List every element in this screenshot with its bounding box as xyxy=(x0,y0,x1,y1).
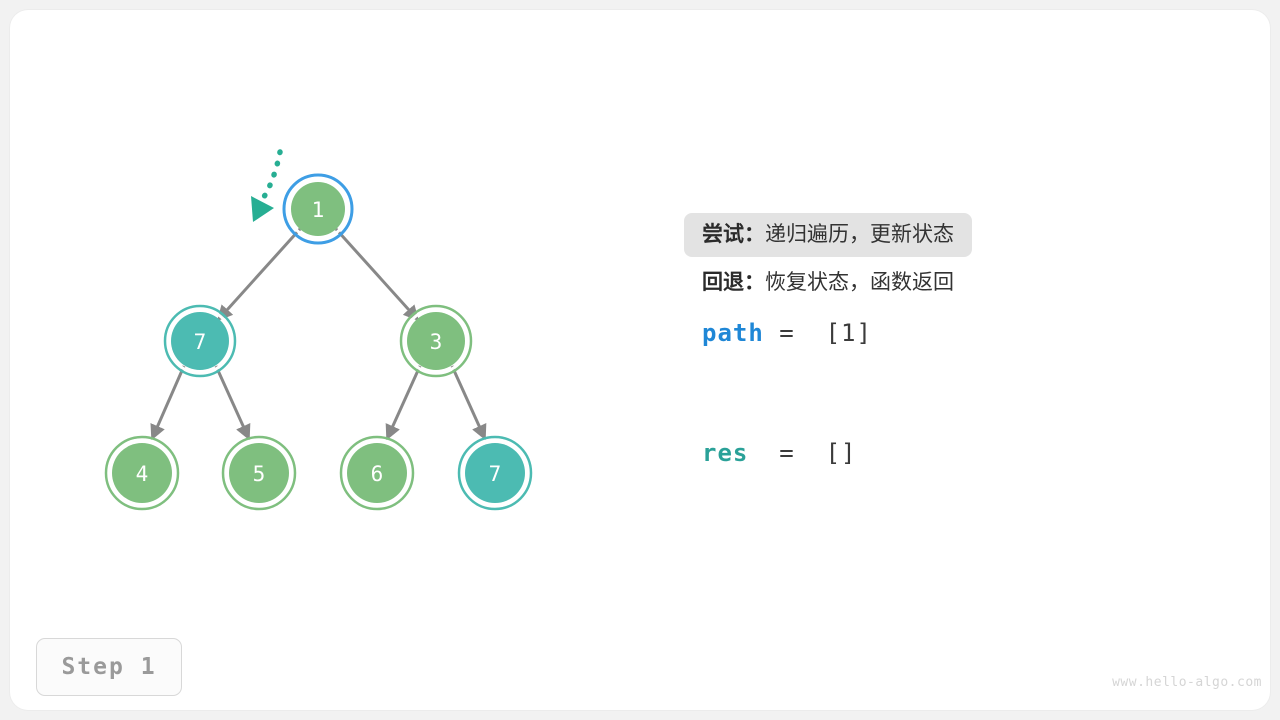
edge-n3-n7 xyxy=(450,365,487,441)
watermark-text: www.hello-algo.com xyxy=(1112,675,1262,690)
tree-node-4[interactable]: 4 xyxy=(104,435,180,511)
tree-node-4-label: 4 xyxy=(136,462,149,486)
edge-n2-n5 xyxy=(214,365,251,441)
edge-n1-n2 xyxy=(216,227,302,322)
tree-node-7[interactable]: 7 xyxy=(457,435,533,511)
info-panel: 尝试：递归遍历，更新状态 回退：恢复状态，函数返回 path = [1] res… xyxy=(684,213,1244,467)
edge-n1-n3 xyxy=(334,227,420,322)
tree-node-1[interactable]: 1 xyxy=(282,173,354,245)
try-text: 递归遍历，更新状态 xyxy=(765,223,954,246)
path-variable-value: = [1] xyxy=(763,319,872,347)
tree-edges xyxy=(150,227,487,441)
tree-node-6[interactable]: 6 xyxy=(339,435,415,511)
edge-n3-n6 xyxy=(385,365,422,441)
tree-node-5[interactable]: 5 xyxy=(221,435,297,511)
watermark: www.hello-algo.com xyxy=(1112,675,1262,690)
tree-node-3-label: 3 xyxy=(430,330,443,354)
step-badge: Step 1 xyxy=(36,638,182,696)
tree-node-6-label: 6 xyxy=(371,462,384,486)
try-line-highlight: 尝试：递归遍历，更新状态 xyxy=(684,213,972,257)
backtrack-text: 恢复状态，函数返回 xyxy=(765,271,954,294)
tree-nodes: 1 7 3 4 xyxy=(104,173,533,511)
try-line-wrapper: 尝试：递归遍历，更新状态 xyxy=(684,213,1244,257)
backtrack-line-wrapper: 回退：恢复状态，函数返回 xyxy=(684,257,1244,305)
tree-node-1-label: 1 xyxy=(312,198,325,222)
res-variable-name: res xyxy=(702,439,749,467)
backtrack-line: 回退：恢复状态，函数返回 xyxy=(684,261,972,305)
path-variable-name: path xyxy=(702,319,764,347)
recursion-pointer-arrow xyxy=(251,149,283,222)
tree-node-3[interactable]: 3 xyxy=(399,304,473,378)
res-variable-value: = [] xyxy=(748,439,857,467)
path-variable-line: path = [1] xyxy=(684,319,1244,347)
tree-node-2-label: 7 xyxy=(194,330,207,354)
try-label: 尝试： xyxy=(702,223,765,246)
step-badge-label: Step 1 xyxy=(61,654,157,680)
res-variable-line: res = [] xyxy=(684,439,1244,467)
edge-n2-n4 xyxy=(150,365,186,441)
tree-node-5-label: 5 xyxy=(253,462,266,486)
tree-node-7-label: 7 xyxy=(489,462,502,486)
tree-node-2[interactable]: 7 xyxy=(163,304,237,378)
backtrack-label: 回退： xyxy=(702,271,765,294)
